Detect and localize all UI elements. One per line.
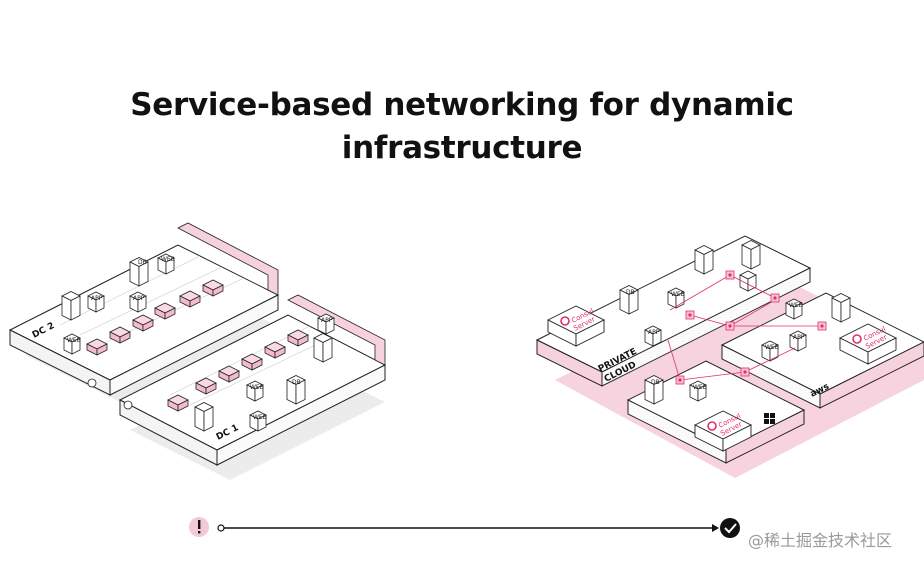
az-web-label: WEB: [693, 384, 707, 391]
pc-web-label: WEB: [671, 291, 685, 298]
dc2-platform: DC 2 DB WEB APP APP WEB: [8, 222, 280, 396]
aws-web-label: WEB: [789, 302, 803, 309]
title-line-1: Service-based networking for dynamic: [130, 87, 794, 123]
dc1-web2-label: WEB: [253, 414, 267, 421]
progress-timeline: [189, 517, 740, 538]
dc2-app-label: APP: [91, 295, 103, 302]
dc1-app-label: APP: [321, 317, 333, 324]
aws-app-label: APP: [793, 334, 805, 341]
consul-server-azure: Consul Server: [693, 410, 753, 452]
consul-server-private: Consul Server: [546, 305, 606, 347]
dc1-web-label: WEB: [250, 384, 264, 391]
exclamation-icon: [189, 517, 209, 537]
watermark: @稀土掘金技术社区: [748, 531, 893, 550]
consul-server-aws: Consul Server: [838, 323, 898, 365]
az-db-label: DB: [651, 379, 660, 386]
check-icon: [720, 518, 740, 538]
private-cloud-platform: PRIVATE CLOUD APP WEB DB Consul Server: [535, 235, 812, 387]
dc2-app2-label: APP: [133, 295, 145, 302]
mesh-connections: [667, 274, 822, 381]
dc2-web2-label: WEB: [67, 337, 81, 344]
aws-platform: aws WEB APP WEB Consul Server: [720, 292, 924, 409]
pc-app-label: APP: [648, 329, 660, 336]
title-line-2: infrastructure: [341, 130, 583, 166]
dc1-platform: DC 1 WEB WEB APP DB: [118, 294, 387, 466]
multicloud-diagram: PRIVATE CLOUD APP WEB DB Consul Server: [535, 235, 924, 478]
windows-logo-icon: [764, 413, 775, 424]
dc2-db-label: DB: [138, 259, 147, 266]
page-title: Service-based networking for dynamic inf…: [0, 84, 924, 170]
datacenters-diagram: DC 2 DB WEB APP APP WEB: [8, 222, 387, 480]
dc1-db-label: DB: [292, 379, 301, 386]
aws-web2-label: WEB: [765, 344, 779, 351]
pc-db-label: DB: [626, 289, 635, 296]
azure-platform: DB WEB Consul Server: [626, 360, 806, 464]
dc2-web-label: WEB: [161, 256, 175, 263]
